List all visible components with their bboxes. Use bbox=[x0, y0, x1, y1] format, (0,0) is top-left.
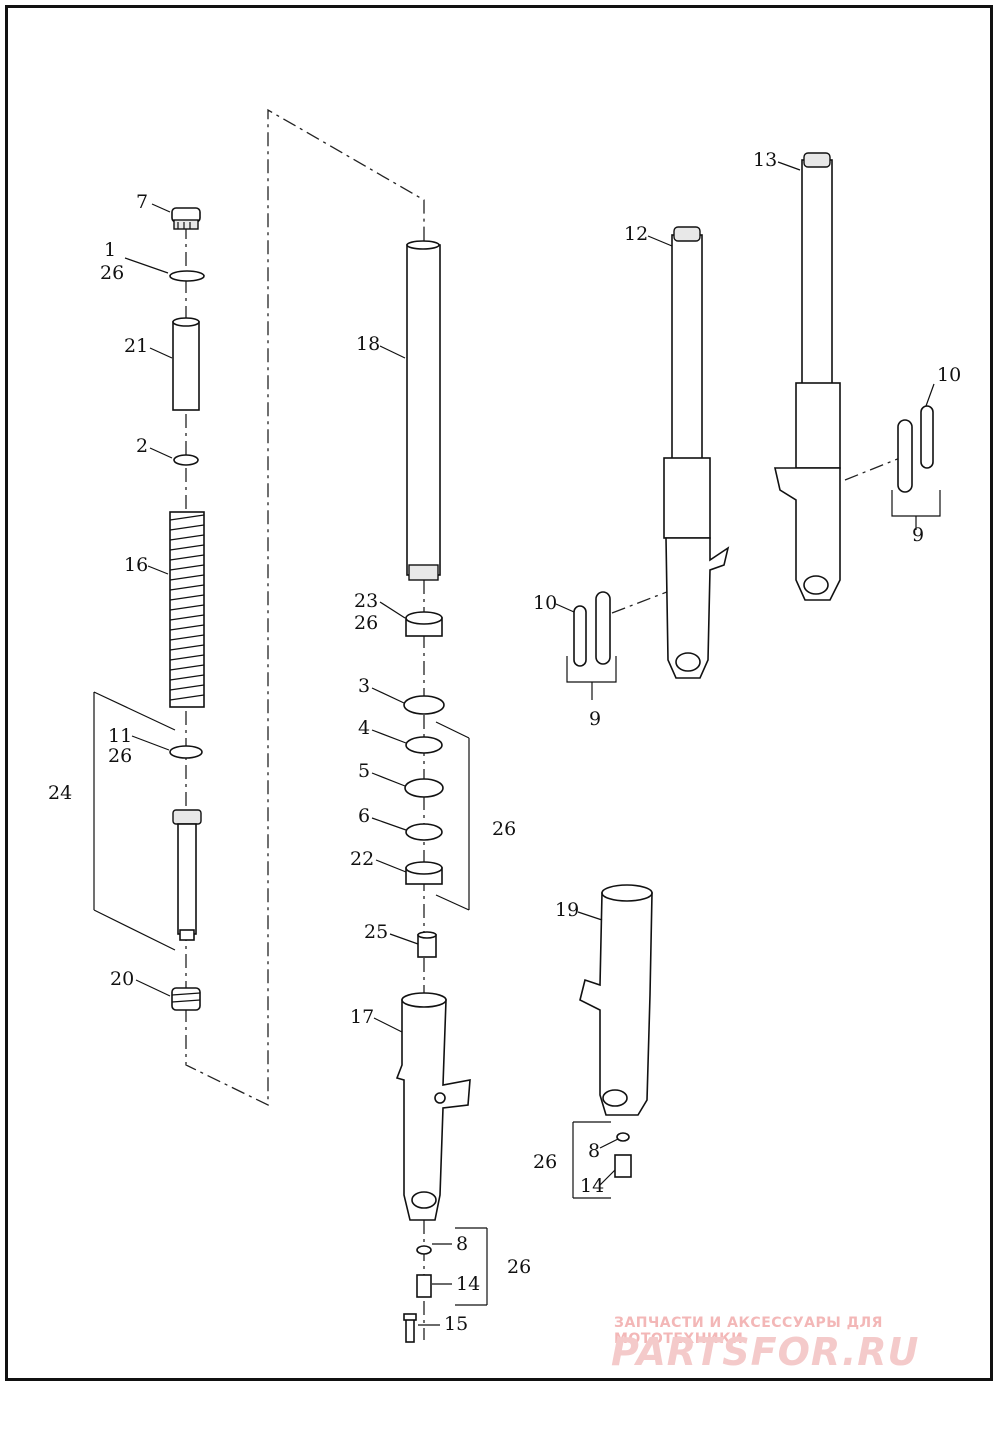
seal-5 bbox=[404, 778, 444, 798]
label-8-a: 8 bbox=[456, 1233, 468, 1255]
label-26-e: 26 bbox=[507, 1256, 531, 1278]
label-17: 17 bbox=[350, 1006, 374, 1028]
label-26-a: 26 bbox=[100, 262, 124, 284]
spacer-tube-21 bbox=[172, 317, 200, 411]
clip-4 bbox=[405, 736, 443, 754]
washer-6 bbox=[405, 823, 443, 841]
label-18: 18 bbox=[356, 333, 380, 355]
label-7: 7 bbox=[136, 191, 148, 213]
label-6: 6 bbox=[358, 805, 370, 827]
reflector-10b bbox=[897, 405, 934, 493]
label-19: 19 bbox=[555, 899, 579, 921]
label-9-a: 9 bbox=[589, 708, 601, 730]
fork-tube-18 bbox=[406, 240, 441, 581]
lock-25 bbox=[417, 931, 437, 958]
label-3: 3 bbox=[358, 675, 370, 697]
label-24: 24 bbox=[48, 782, 72, 804]
label-4: 4 bbox=[358, 717, 370, 739]
label-23: 23 bbox=[354, 590, 378, 612]
label-22: 22 bbox=[350, 848, 374, 870]
label-26-d: 26 bbox=[492, 818, 516, 840]
fork-spring-16 bbox=[169, 511, 205, 708]
washer-8b bbox=[616, 1132, 630, 1142]
screw-14 bbox=[416, 1274, 432, 1298]
watermark-tagline: ЗАПЧАСТИ И АКСЕССУАРЫ ДЛЯ МОТОТЕХНИКИ bbox=[614, 1315, 883, 1347]
washer-8 bbox=[416, 1245, 432, 1255]
label-26-b: 26 bbox=[108, 745, 132, 767]
label-1: 1 bbox=[104, 239, 116, 261]
rebound-spring-20 bbox=[171, 987, 201, 1011]
damper-tube-24 bbox=[172, 809, 202, 941]
label-11: 11 bbox=[108, 725, 132, 747]
slider-17 bbox=[395, 992, 471, 1221]
label-5: 5 bbox=[358, 760, 370, 782]
reflector-10a bbox=[573, 591, 611, 667]
seal-3 bbox=[403, 695, 445, 715]
label-13: 13 bbox=[753, 149, 777, 171]
fork-assembly-13 bbox=[773, 152, 841, 601]
o-ring-1 bbox=[169, 270, 205, 282]
bushing-23 bbox=[405, 611, 443, 637]
bushing-22 bbox=[405, 861, 443, 885]
label-12: 12 bbox=[624, 223, 648, 245]
label-15: 15 bbox=[444, 1313, 468, 1335]
label-10-b: 10 bbox=[937, 364, 961, 386]
label-16: 16 bbox=[124, 554, 148, 576]
bolt-15 bbox=[403, 1313, 417, 1343]
label-20: 20 bbox=[110, 968, 134, 990]
label-8-b: 8 bbox=[588, 1140, 600, 1162]
label-26-f: 26 bbox=[533, 1151, 557, 1173]
label-9-b: 9 bbox=[912, 524, 924, 546]
label-2: 2 bbox=[136, 435, 148, 457]
label-10-a: 10 bbox=[533, 592, 557, 614]
ring-11 bbox=[169, 745, 203, 759]
label-21: 21 bbox=[124, 335, 148, 357]
label-14-a: 14 bbox=[456, 1273, 480, 1295]
watermark-logo: PARTSFOR.RU bbox=[611, 1330, 920, 1374]
washer-2 bbox=[173, 454, 199, 466]
callout-labels: 7 1 26 21 2 16 11 26 24 20 18 23 26 3 4 … bbox=[48, 149, 961, 1335]
diagram-frame bbox=[5, 5, 993, 1381]
label-25: 25 bbox=[364, 921, 388, 943]
fork-assembly-12 bbox=[663, 226, 730, 679]
slider-19 bbox=[579, 884, 653, 1116]
screw-14b bbox=[614, 1154, 632, 1178]
label-26-c: 26 bbox=[354, 612, 378, 634]
leader-lines bbox=[124, 161, 935, 1186]
label-14-b: 14 bbox=[580, 1175, 604, 1197]
fork-cap-7 bbox=[171, 207, 201, 230]
